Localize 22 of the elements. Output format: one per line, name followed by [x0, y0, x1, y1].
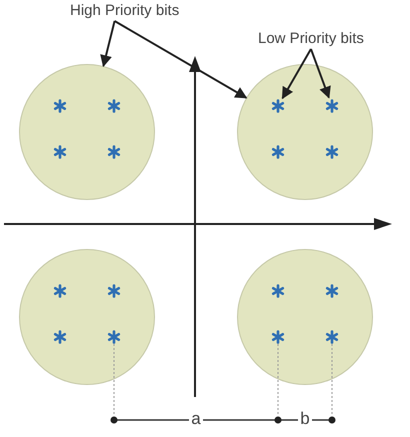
asterisk-icon: [325, 330, 339, 344]
asterisk-icon: [107, 145, 121, 159]
leader-arrow: [114, 20, 248, 99]
leader-arrow: [310, 48, 331, 99]
leader-arrow: [100, 20, 116, 68]
asterisk-icon: [53, 145, 67, 159]
asterisk-icon: [107, 284, 121, 298]
asterisk-icon: [271, 284, 285, 298]
callout-label: Low Priority bits: [258, 30, 364, 48]
asterisk-icon: [271, 145, 285, 159]
asterisk-icon: [53, 99, 67, 113]
asterisk-icon: [325, 284, 339, 298]
asterisk-icon: [325, 145, 339, 159]
asterisk-icon: [271, 330, 285, 344]
asterisk-icon: [53, 284, 67, 298]
asterisk-icon: [53, 330, 67, 344]
asterisk-icon: [107, 330, 121, 344]
asterisk-icon: [107, 99, 121, 113]
callout-label: High Priority bits: [70, 2, 180, 20]
asterisk-icon: [271, 99, 285, 113]
asterisk-icon: [325, 99, 339, 113]
leader-arrow: [282, 48, 312, 100]
